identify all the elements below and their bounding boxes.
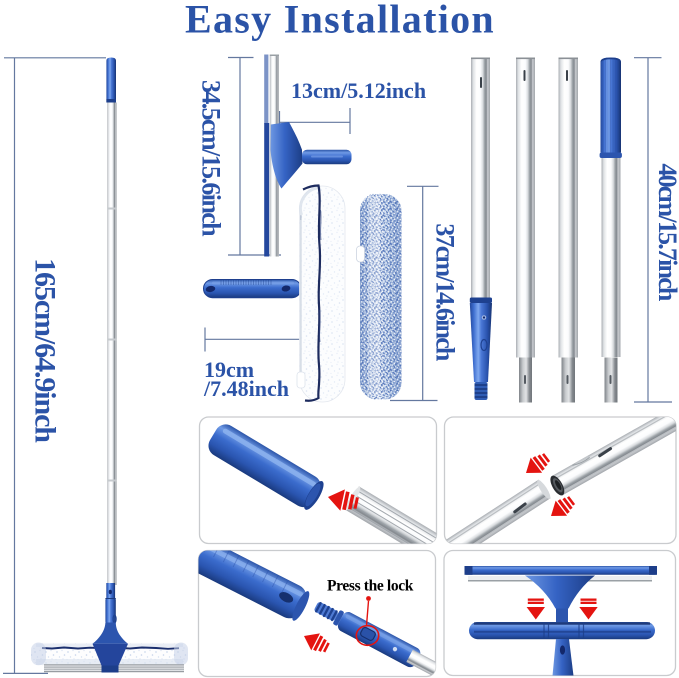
svg-text:37cm/14.6inch: 37cm/14.6inch: [431, 223, 460, 362]
svg-text:/7.48inch: /7.48inch: [203, 376, 289, 401]
svg-text:Easy Installation: Easy Installation: [185, 0, 495, 42]
svg-text:165cm/64.9inch: 165cm/64.9inch: [29, 258, 62, 443]
svg-text:19cm: 19cm: [204, 357, 254, 382]
svg-text:13cm/5.12inch: 13cm/5.12inch: [291, 78, 426, 103]
svg-text:40cm/15.7inch: 40cm/15.7inch: [653, 163, 679, 302]
svg-text:34.5cm/15.6inch: 34.5cm/15.6inch: [197, 80, 226, 237]
svg-text:Press the lock: Press the lock: [327, 578, 414, 595]
